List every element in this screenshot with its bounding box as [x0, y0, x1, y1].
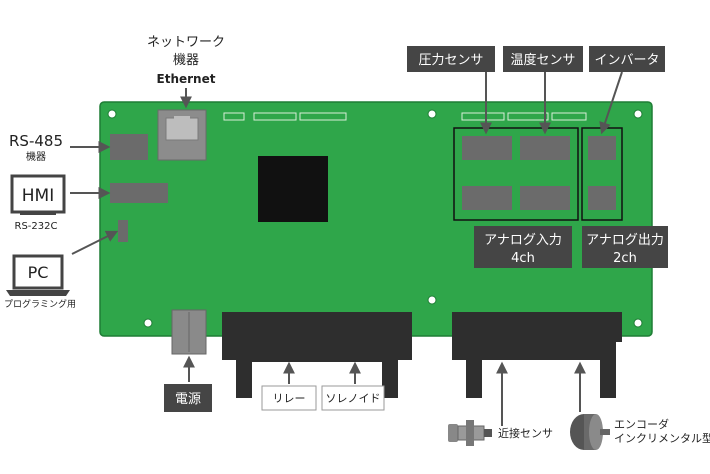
relay-box — [261, 385, 317, 411]
analog-input-connector — [520, 186, 570, 210]
analog-input-connector — [520, 136, 570, 160]
encoder-label-line1: エンコーダ — [614, 417, 669, 431]
analog-input-connector — [462, 186, 512, 210]
relay-terminal-block — [222, 312, 412, 398]
proximity-sensor-label: 近接センサ — [498, 427, 553, 440]
laptop-icon — [6, 254, 70, 296]
analog-output-label-line1: アナログ出力 — [586, 233, 664, 248]
power-tag — [164, 384, 212, 412]
analog-output-tag — [582, 226, 668, 268]
pressure-sensor-label: 圧力センサ — [418, 53, 483, 68]
temp-sensor-label: 温度センサ — [510, 52, 575, 68]
ethernet-label: Ethernet — [157, 72, 216, 86]
rs232c-label: RS-232C — [15, 221, 58, 232]
proximity-sensor-icon — [448, 420, 492, 446]
analog-input-block — [453, 127, 579, 221]
rs485-sub-label: 機器 — [26, 150, 46, 163]
hmi-label: HMI — [22, 186, 54, 206]
encoder-label-line2: インクリメンタル型 — [614, 431, 710, 445]
cpu-chip — [258, 156, 328, 222]
analog-input-tag — [474, 226, 572, 268]
power-label: 電源 — [175, 392, 201, 407]
encoder-icon — [570, 414, 610, 450]
pc-connector — [118, 220, 128, 242]
inverter-tag — [589, 46, 665, 72]
pc-arrow — [71, 230, 119, 255]
network-label-line1: ネットワーク — [147, 35, 225, 50]
analog-output-connector — [588, 136, 616, 160]
analog-input-label-line1: アナログ入力 — [484, 233, 562, 248]
analog-input-connector — [462, 136, 512, 160]
hmi-monitor-icon — [10, 174, 66, 215]
header-pins — [223, 112, 587, 121]
pc-sub-label: プログラミング用 — [4, 298, 76, 310]
hmi-connector — [110, 183, 168, 203]
solenoid-label: ソレノイド — [326, 392, 381, 405]
temp-sensor-tag — [503, 46, 583, 72]
pc-label: PC — [28, 263, 49, 282]
sensor-terminal-block — [452, 312, 622, 398]
relay-label: リレー — [273, 392, 306, 405]
solenoid-box — [321, 385, 385, 411]
analog-output-connector — [588, 186, 616, 210]
inverter-label: インバータ — [594, 53, 659, 68]
rs485-connector — [110, 134, 148, 160]
pressure-sensor-tag — [407, 46, 495, 72]
rs485-label: RS-485 — [9, 132, 63, 150]
network-label-line2: 機器 — [173, 53, 199, 68]
mounting-holes — [107, 109, 643, 328]
analog-input-label-line2: 4ch — [511, 251, 535, 266]
inverter-arrow — [599, 71, 623, 135]
analog-output-label-line2: 2ch — [613, 251, 637, 266]
